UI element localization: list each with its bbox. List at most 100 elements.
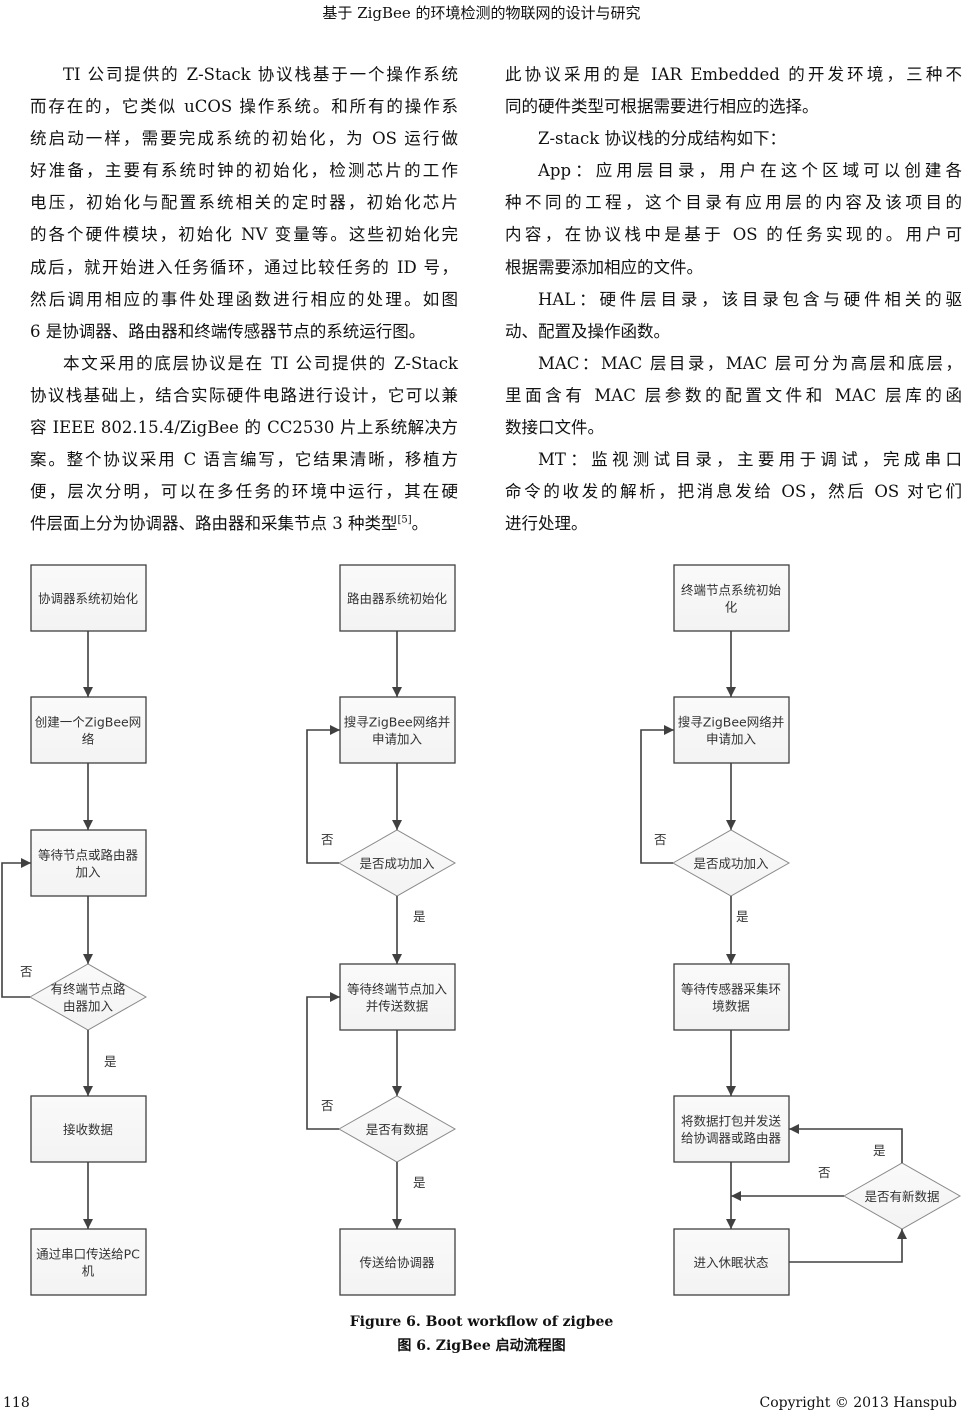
process-box-label: 化 — [725, 600, 738, 615]
line-text: Z-stack 协议栈的分成结构如下： — [538, 129, 786, 149]
line-text: HAL：硬件层目录，该目录包含与硬件相关的驱 — [538, 289, 962, 309]
process-box-label: 给协调器或路由器 — [681, 1131, 782, 1146]
arrowhead — [392, 687, 402, 697]
process-box-label: 通过串口传送给PC — [36, 1247, 140, 1262]
decision-label: 是否有数据 — [366, 1122, 429, 1137]
process-box-label: 接收数据 — [63, 1122, 113, 1137]
process-box-label: 机 — [82, 1264, 95, 1279]
process-box-label: 并传送数据 — [366, 999, 429, 1014]
process-box-label: 协调器系统初始化 — [38, 591, 139, 606]
process-box-label: 创建一个ZigBee网 — [35, 715, 141, 730]
line-text: MAC：MAC 层目录，MAC 层可分为高层和底层， — [538, 353, 962, 373]
arrowhead — [83, 1219, 93, 1229]
no-label: 否 — [654, 832, 667, 847]
paragraph-line: 件层面上分为协调器、路由器和采集节点 3 种类型[5]。 — [30, 508, 458, 540]
yes-label: 是 — [104, 1054, 117, 1069]
decision-diamond — [337, 829, 457, 897]
process-box — [673, 1228, 790, 1296]
paragraph-line: 内容，在协议栈中是基于 OS 的任务实现的。用户可 — [505, 219, 962, 251]
arrowhead — [897, 1229, 907, 1239]
paragraph-line: 种不同的工程，这个目录有应用层的内容及该项目的 — [505, 187, 962, 219]
process-box — [673, 963, 790, 1031]
arrowhead — [726, 1086, 736, 1096]
line-text: App：应用层目录，用户在这个区域可以创建各 — [538, 161, 962, 181]
connector-line — [640, 729, 674, 864]
line-text: MT：监视测试目录，主要用于调试，完成串口 — [538, 450, 962, 470]
paragraph-line: 本文采用的底层协议是在 TI 公司提供的 Z-Stack — [30, 348, 458, 380]
paragraph-line: TI 公司提供的 Z-Stack 协议栈基于一个操作系统 — [30, 59, 458, 91]
decision-label: 是否成功加入 — [359, 856, 435, 871]
line-text: 根据需要添加相应的文件。 — [505, 257, 703, 277]
line-text: 数接口文件。 — [505, 418, 604, 438]
arrowhead — [21, 858, 31, 868]
line-text: 此协议采用的是 IAR Embedded 的开发环境，三种不 — [505, 65, 962, 84]
line-text: 内容，在协议栈中是基于 OS 的任务实现的。用户可 — [505, 225, 962, 245]
line-text: 件层面上分为协调器、路由器和采集节点 3 种类型 — [30, 514, 398, 534]
process-box — [673, 564, 790, 632]
paragraph-line: MT：监视测试目录，主要用于调试，完成串口 — [505, 444, 962, 476]
paragraph-line: 命令的收发的解析，把消息发给 OS，然后 OS 对它们 — [505, 476, 962, 508]
arrowhead — [392, 954, 402, 964]
arrowhead — [392, 1086, 402, 1096]
running-header: 基于 ZigBee 的环境检测的物联网的设计与研究 — [322, 4, 641, 22]
process-box-label: 路由器系统初始化 — [347, 591, 448, 606]
paragraph-line: 协议栈基础上，结合实际硬件电路进行设计，它可以兼 — [30, 380, 458, 412]
yes-label: 是 — [736, 909, 749, 924]
line-text: 本文采用的底层协议是在 TI 公司提供的 Z-Stack — [63, 353, 458, 373]
yes-label: 是 — [413, 1175, 426, 1190]
line-text: TI 公司提供的 Z-Stack 协议栈基于一个操作系统 — [63, 65, 458, 84]
paragraph-line: 案。整个协议采用 C 语言编写，它结果清晰，移植方 — [30, 444, 458, 476]
paragraph-line: 好准备，主要有系统时钟的初始化，检测芯片的工作 — [30, 155, 458, 187]
line-text: 6 是协调器、路由器和终端传感器节点的系统运行图。 — [30, 321, 426, 341]
line-text: 协议栈基础上，结合实际硬件电路进行设计，它可以兼 — [30, 385, 458, 405]
process-box — [30, 696, 147, 764]
process-box-label: 终端节点系统初始 — [681, 583, 782, 598]
process-box — [30, 1228, 147, 1296]
decision-label: 有终端节点路 — [50, 982, 126, 997]
process-box-label: 申请加入 — [706, 732, 757, 747]
right-column-text: 此协议采用的是 IAR Embedded 的开发环境，三种不同的硬件类型可根据需… — [505, 59, 962, 540]
figure-caption-en: Figure 6. Boot workflow of zigbee — [349, 1314, 614, 1330]
arrowhead — [83, 1086, 93, 1096]
line-text: 好准备，主要有系统时钟的初始化，检测芯片的工作 — [30, 161, 458, 181]
paragraph-line: 此协议采用的是 IAR Embedded 的开发环境，三种不 — [505, 59, 962, 91]
paragraph-line: App：应用层目录，用户在这个区域可以创建各 — [505, 155, 962, 187]
line-text: 进行处理。 — [505, 514, 588, 534]
line-text: 种不同的工程，这个目录有应用层的内容及该项目的 — [505, 193, 962, 213]
paragraph-line: MAC：MAC 层目录，MAC 层可分为高层和底层， — [505, 348, 962, 380]
citation[interactable]: [5] — [397, 514, 412, 526]
line-text: 便，层次分明，可以在多任务的环境中运行，其在硬 — [30, 482, 458, 502]
process-box-label: 络 — [82, 732, 95, 747]
paragraph-line: 的各个硬件模块，初始化 NV 变量等。这些初始化完 — [30, 219, 458, 251]
process-box-label: 境数据 — [712, 999, 750, 1014]
process-box-label: 等待传感器采集环 — [681, 982, 781, 997]
paragraph-line: 里面含有 MAC 层参数的配置文件和 MAC 层库的函 — [505, 380, 962, 412]
process-box-label: 传送给协调器 — [359, 1255, 435, 1270]
paragraph-line: 电压，初始化与配置系统相关的定时器，初始化芯片 — [30, 187, 458, 219]
decision-label: 是否成功加入 — [693, 856, 769, 871]
line-text: 而存在的，它类似 uCOS 操作系统。和所有的操作系 — [30, 97, 458, 117]
arrowhead — [726, 1219, 736, 1229]
arrowhead — [83, 954, 93, 964]
copyright: Copyright © 2013 Hanspub — [759, 1395, 957, 1411]
paragraph-line: 根据需要添加相应的文件。 — [505, 252, 962, 284]
process-box-label: 申请加入 — [372, 732, 423, 747]
arrowhead — [392, 1219, 402, 1229]
line-text: 统启动一样，需要完成系统的初始化，为 OS 运行做 — [30, 129, 458, 149]
connector-line — [306, 996, 340, 1130]
no-label: 否 — [818, 1165, 831, 1180]
line-text: 同的硬件类型可根据需要进行相应的选择。 — [505, 97, 819, 117]
process-box-label: 搜寻ZigBee网络并 — [344, 715, 450, 730]
decision-diamond — [671, 829, 791, 897]
process-box — [30, 829, 147, 897]
arrowhead — [789, 1124, 799, 1134]
yes-label: 是 — [873, 1143, 886, 1158]
line-text: 案。整个协议采用 C 语言编写，它结果清晰，移植方 — [30, 450, 458, 470]
arrowhead — [83, 820, 93, 830]
paragraph-line: 便，层次分明，可以在多任务的环境中运行，其在硬 — [30, 476, 458, 508]
line-text: 电压，初始化与配置系统相关的定时器，初始化芯片 — [30, 193, 458, 213]
decision-diamond — [842, 1162, 962, 1230]
decision-label: 由器加入 — [63, 999, 114, 1014]
paragraph-line: 成后，就开始进入任务循环，通过比较任务的 ID 号， — [30, 252, 458, 284]
connector-line — [306, 729, 340, 864]
